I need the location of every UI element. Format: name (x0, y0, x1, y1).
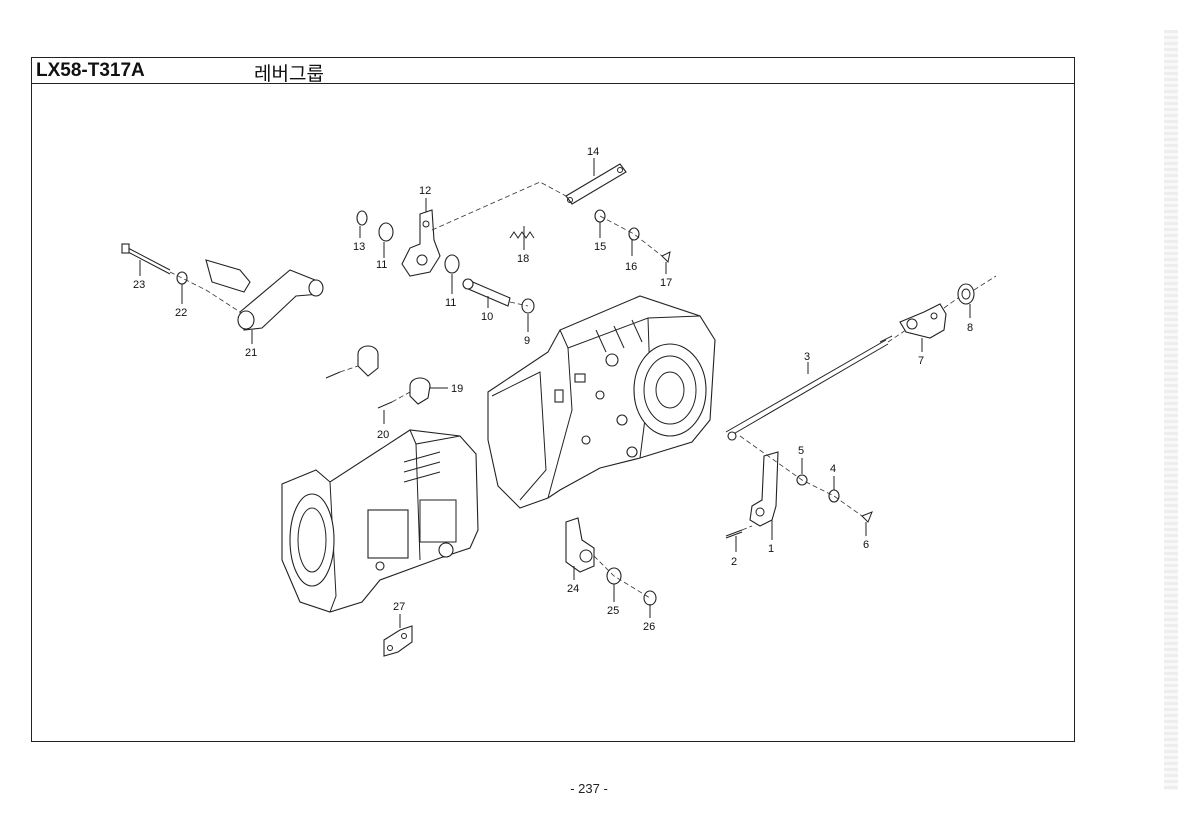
callout-20: 20 (377, 429, 389, 441)
washer-part-16 (628, 227, 640, 241)
callout-26: 26 (643, 621, 655, 633)
group-title: 레버그룹 (254, 63, 324, 85)
pin-part-20 (377, 401, 393, 409)
callout-8: 8 (967, 322, 973, 334)
callout-13: 13 (353, 241, 365, 253)
diagram-frame: LX58-T317A 레버그룹 (31, 57, 1075, 742)
callout-15: 15 (594, 241, 606, 253)
callout-24: 24 (567, 583, 579, 595)
callout-10: 10 (481, 311, 493, 323)
callout-12: 12 (419, 185, 431, 197)
fork-upper (357, 345, 379, 377)
pin-upper (325, 371, 341, 379)
bracket-part-7 (899, 303, 947, 339)
snap-ring-part-13 (356, 210, 368, 226)
callout-21: 21 (245, 347, 257, 359)
callout-5: 5 (798, 445, 804, 457)
link-part-14 (565, 163, 627, 205)
fork-part-19 (409, 377, 431, 405)
callout-14: 14 (587, 146, 599, 158)
page-number: - 237 - (570, 781, 608, 796)
washer-part-22 (176, 271, 188, 285)
grommet-part-8 (957, 283, 975, 305)
callout-3: 3 (804, 351, 810, 363)
callout-11a: 11 (376, 259, 387, 271)
transmission-case-front (281, 429, 479, 613)
cotter-pin-part-6 (861, 511, 873, 523)
callout-7: 7 (918, 355, 924, 367)
callout-labels: 1 2 3 4 5 6 7 8 9 10 11 11 12 13 14 15 1… (133, 146, 973, 633)
washer-part-4 (828, 489, 840, 503)
callout-2: 2 (731, 556, 737, 568)
cotter-pin-part-17 (661, 251, 671, 264)
callout-1: 1 (768, 543, 774, 555)
snap-ring-part-26 (643, 590, 657, 606)
callout-27: 27 (393, 601, 405, 613)
callout-6: 6 (863, 539, 869, 551)
callout-4: 4 (830, 463, 836, 475)
callout-9: 9 (524, 335, 530, 347)
bolt-part-23 (121, 243, 171, 275)
rod-part-3 (725, 335, 893, 441)
callout-11b: 11 (445, 297, 456, 309)
callout-19: 19 (451, 383, 463, 395)
bracket-part-27 (383, 625, 413, 657)
leader-lines (139, 158, 971, 628)
callout-22: 22 (175, 307, 187, 319)
assembly-lines (169, 181, 997, 599)
washer-part-11b (444, 254, 460, 274)
scan-edge-artifact (1164, 30, 1178, 790)
callout-17: 17 (660, 277, 672, 289)
header-bar: LX58-T317A 레버그룹 (32, 58, 1074, 85)
callout-18: 18 (517, 253, 529, 265)
model-code: LX58-T317A (36, 60, 145, 81)
pedal-arm-part-21 (205, 259, 324, 331)
spring-part-18 (509, 231, 535, 239)
callout-23: 23 (133, 279, 145, 291)
washer-part-11a (378, 222, 394, 242)
transmission-case-rear (487, 295, 716, 509)
lever-part-12 (401, 209, 441, 277)
lever-part-24 (565, 517, 595, 573)
callout-16: 16 (625, 261, 637, 273)
lever-part-1 (725, 451, 779, 539)
callout-25: 25 (607, 605, 619, 617)
shaft-part-10 (462, 278, 511, 307)
